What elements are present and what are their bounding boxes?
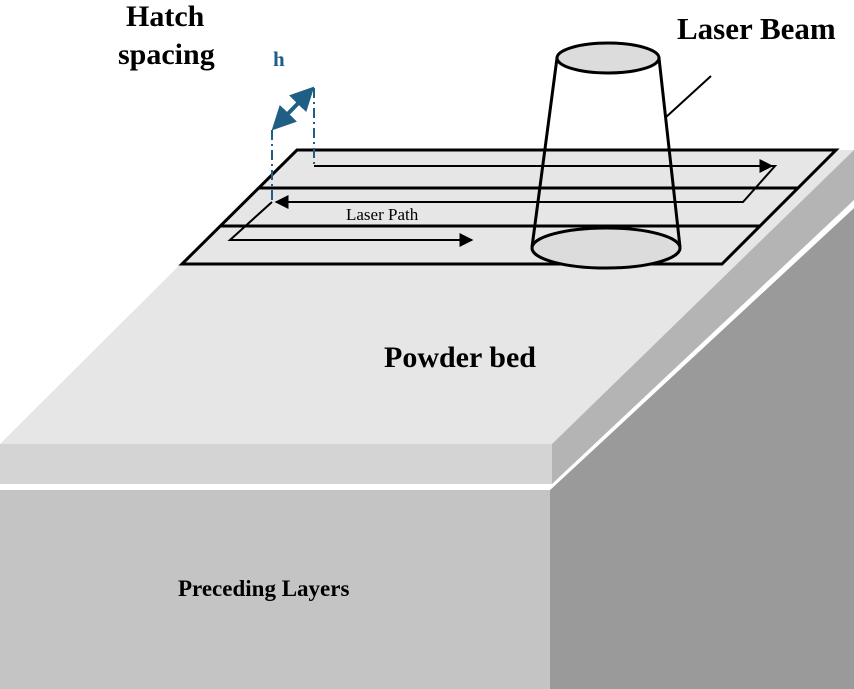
powder-bed-label: Powder bed [384,341,536,374]
lower-front-face [0,490,550,689]
laser-path-label: Laser Path [346,205,419,224]
lower-side-face [550,208,854,689]
powder-side-face [552,150,854,484]
preceding-layers-block [0,208,854,689]
laser-beam-label: Laser Beam [677,11,836,46]
laser-beam-leader-line [664,75,712,119]
hatch-spacing-dimension [271,86,315,200]
laser-beam [530,41,682,270]
hatch-spacing-label-line1: Hatch [126,0,205,33]
powder-front-face [0,444,552,484]
laser-beam-spot-ellipse [530,226,682,270]
preceding-layers-label: Preceding Layers [178,576,349,601]
laser-beam-left-edge [530,57,559,248]
powder-bed-block [0,150,854,484]
hatch-symbol-label: h [273,47,285,71]
powder-top-face [0,150,854,444]
hatch-dimension-arrow [271,86,315,131]
laser-path-turn-2 [227,201,474,247]
scan-tracks [178,148,840,266]
laser-beam-right-edge [657,57,682,248]
hatch-spacing-label-line2: spacing [118,38,215,71]
laser-beam-top-ellipse [555,41,661,75]
scan-area-outline [178,148,840,266]
laser-path-turn-1 [274,165,778,209]
